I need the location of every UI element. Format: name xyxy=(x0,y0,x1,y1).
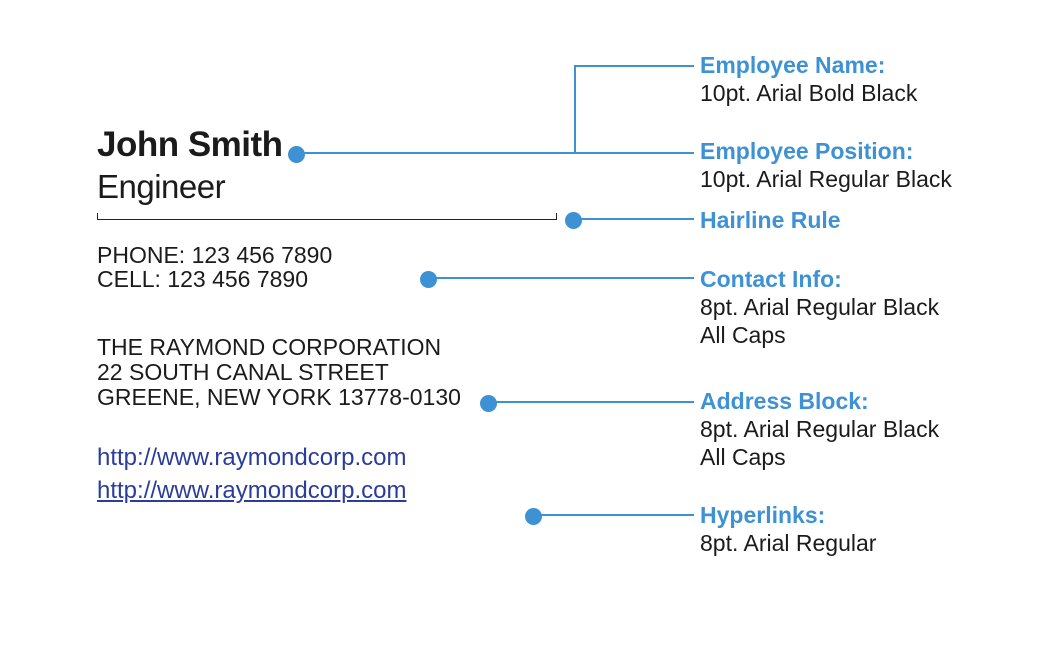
employee-name-callout-dot xyxy=(288,146,305,163)
annotation-employee-name: Employee Name: 10pt. Arial Bold Black xyxy=(700,51,917,107)
annotation-employee-name-label: Employee Name: xyxy=(700,52,886,78)
employee-name-callout-vertical-line xyxy=(574,65,576,154)
cell-line: CELL: 123 456 7890 xyxy=(97,266,309,292)
annotation-hyperlinks-spec: 8pt. Arial Regular xyxy=(700,530,877,556)
annotation-address-block-label: Address Block: xyxy=(700,388,869,414)
annotation-employee-position: Employee Position: 10pt. Arial Regular B… xyxy=(700,137,952,193)
hairline-rule-right-tick xyxy=(556,213,557,220)
address-company-line: THE RAYMOND CORPORATION xyxy=(97,334,442,360)
address-city-line: GREENE, NEW YORK 13778-0130 xyxy=(97,384,461,410)
hyperlink-plain[interactable]: http://www.raymondcorp.com xyxy=(97,444,407,471)
employee-name-text: John Smith xyxy=(97,125,283,164)
hairline-rule-left-tick xyxy=(97,213,98,220)
contact-info-callout-line xyxy=(428,277,694,279)
annotation-contact-info-label: Contact Info: xyxy=(700,266,842,292)
employee-position-text: Engineer xyxy=(97,168,226,205)
annotation-contact-info: Contact Info: 8pt. Arial Regular Black A… xyxy=(700,265,939,349)
phone-line: PHONE: 123 456 7890 xyxy=(97,242,333,268)
annotation-contact-info-spec: 8pt. Arial Regular Black xyxy=(700,294,940,320)
address-block-callout-line xyxy=(488,401,694,403)
address-block: THE RAYMOND CORPORATION 22 SOUTH CANAL S… xyxy=(97,335,461,410)
hyperlinks-callout-line xyxy=(533,514,694,516)
annotation-address-block-spec2: All Caps xyxy=(700,444,786,470)
annotation-address-block-spec: 8pt. Arial Regular Black xyxy=(700,416,940,442)
annotation-hairline-rule-label: Hairline Rule xyxy=(700,207,841,233)
annotation-employee-name-spec: 10pt. Arial Bold Black xyxy=(700,80,918,106)
address-block-callout-dot xyxy=(480,395,497,412)
annotation-hyperlinks-label: Hyperlinks: xyxy=(700,502,826,528)
hairline-rule-callout-line xyxy=(573,218,694,220)
annotation-hairline-rule: Hairline Rule xyxy=(700,206,841,234)
hairline-rule xyxy=(97,219,557,220)
contact-info-block: PHONE: 123 456 7890 CELL: 123 456 7890 xyxy=(97,243,332,291)
hyperlink-underlined[interactable]: http://www.raymondcorp.com xyxy=(97,477,407,504)
contact-info-callout-dot xyxy=(420,271,437,288)
annotation-contact-info-spec2: All Caps xyxy=(700,322,786,348)
employee-position-callout-line xyxy=(296,152,694,154)
annotation-employee-position-label: Employee Position: xyxy=(700,138,914,164)
annotation-hyperlinks: Hyperlinks: 8pt. Arial Regular xyxy=(700,501,876,557)
annotation-employee-position-spec: 10pt. Arial Regular Black xyxy=(700,166,952,192)
employee-name-callout-line xyxy=(574,65,694,67)
address-street-line: 22 SOUTH CANAL STREET xyxy=(97,359,389,385)
annotation-address-block: Address Block: 8pt. Arial Regular Black … xyxy=(700,387,939,471)
hyperlinks-callout-dot xyxy=(525,508,542,525)
hairline-rule-callout-dot xyxy=(565,212,582,229)
